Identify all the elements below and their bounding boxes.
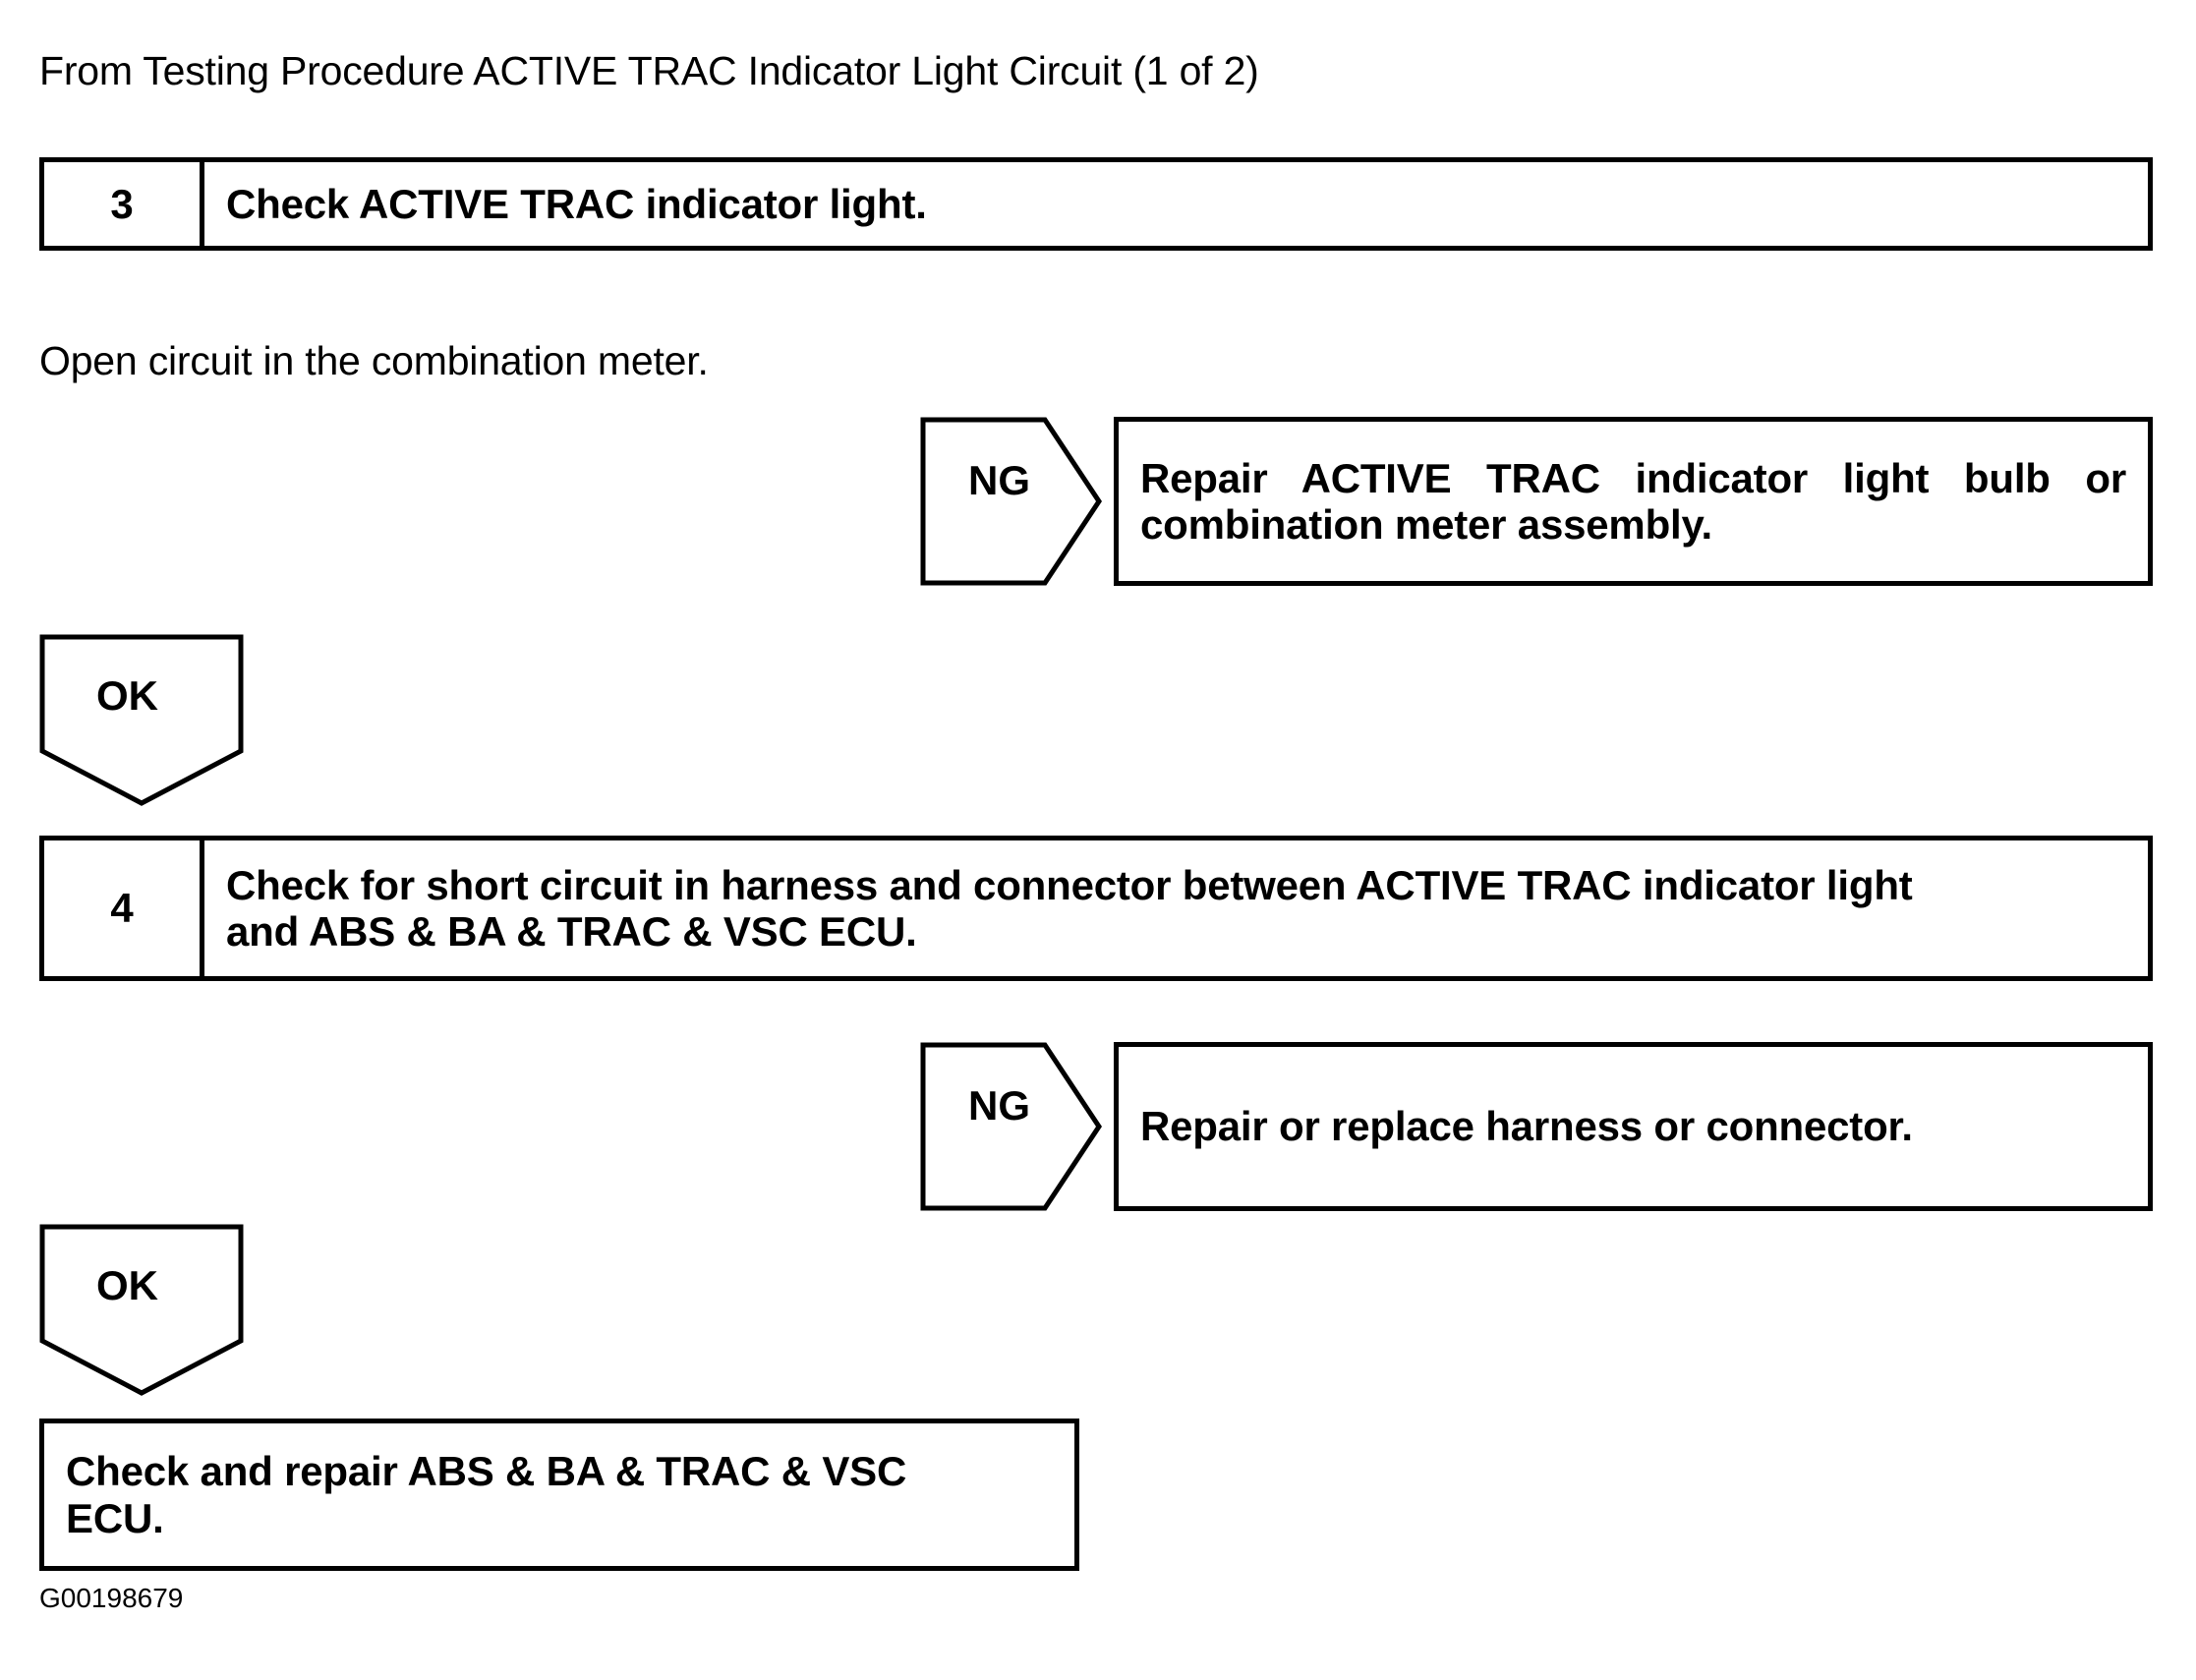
- ok-arrow-2-label: OK: [96, 1262, 158, 1308]
- step-4-box: 4 Check for short circuit in harness and…: [39, 836, 2153, 981]
- ng-arrow-2-label: NG: [968, 1082, 1030, 1129]
- step-3-instruction-cell: Check ACTIVE TRAC indicator light.: [204, 162, 2148, 246]
- ng-result-text-1-line1: Repair ACTIVE TRAC indicator light bulb …: [1140, 454, 2126, 501]
- ng-result-text-1-line2: combination meter assembly.: [1140, 501, 1713, 548]
- ng-arrow-2-shape: [920, 1042, 1102, 1211]
- ng-result-text-1: Repair ACTIVE TRAC indicator light bulb …: [1140, 455, 2126, 548]
- final-result-line2: ECU.: [66, 1494, 164, 1541]
- ng-result-box-1: Repair ACTIVE TRAC indicator light bulb …: [1114, 417, 2153, 586]
- ok-arrow-1-shape: [39, 634, 244, 806]
- ng-arrow-1-label: NG: [968, 457, 1030, 503]
- ok-arrow-1-label: OK: [96, 672, 158, 719]
- ng-result-box-2: Repair or replace harness or connector.: [1114, 1042, 2153, 1211]
- step-4-number: 4: [110, 885, 134, 931]
- step-3-box: 3 Check ACTIVE TRAC indicator light.: [39, 157, 2153, 251]
- ng-arrow-1-shape: [920, 417, 1102, 586]
- final-result-line1: Check and repair ABS & BA & TRAC & VSC: [66, 1448, 907, 1495]
- step-3-number: 3: [110, 180, 134, 227]
- step-4-instruction-line1: Check for short circuit in harness and c…: [226, 861, 1913, 908]
- ok-arrow-2: [39, 1224, 244, 1396]
- final-result-text: Check and repair ABS & BA & TRAC & VSC E…: [66, 1448, 906, 1540]
- ok-arrow-2-shape: [39, 1224, 244, 1396]
- final-result-box: Check and repair ABS & BA & TRAC & VSC E…: [39, 1419, 1079, 1571]
- header-note: From Testing Procedure ACTIVE TRAC Indic…: [39, 48, 1259, 93]
- ng-arrow-1: [920, 417, 1102, 586]
- ok-arrow-1: [39, 634, 244, 806]
- ng-arrow-2: [920, 1042, 1102, 1211]
- ng-result-text-2: Repair or replace harness or connector.: [1140, 1103, 1913, 1150]
- step-3-instruction: Check ACTIVE TRAC indicator light.: [226, 180, 927, 227]
- step-4-number-cell: 4: [44, 840, 204, 976]
- step-4-instruction-cell: Check for short circuit in harness and c…: [204, 840, 2148, 976]
- step-4-instruction-line2: and ABS & BA & TRAC & VSC ECU.: [226, 908, 917, 955]
- figure-id: G00198679: [39, 1583, 184, 1613]
- inline-note: Open circuit in the combination meter.: [39, 338, 709, 383]
- step-4-instruction: Check for short circuit in harness and c…: [226, 862, 1913, 955]
- step-3-number-cell: 3: [44, 162, 204, 246]
